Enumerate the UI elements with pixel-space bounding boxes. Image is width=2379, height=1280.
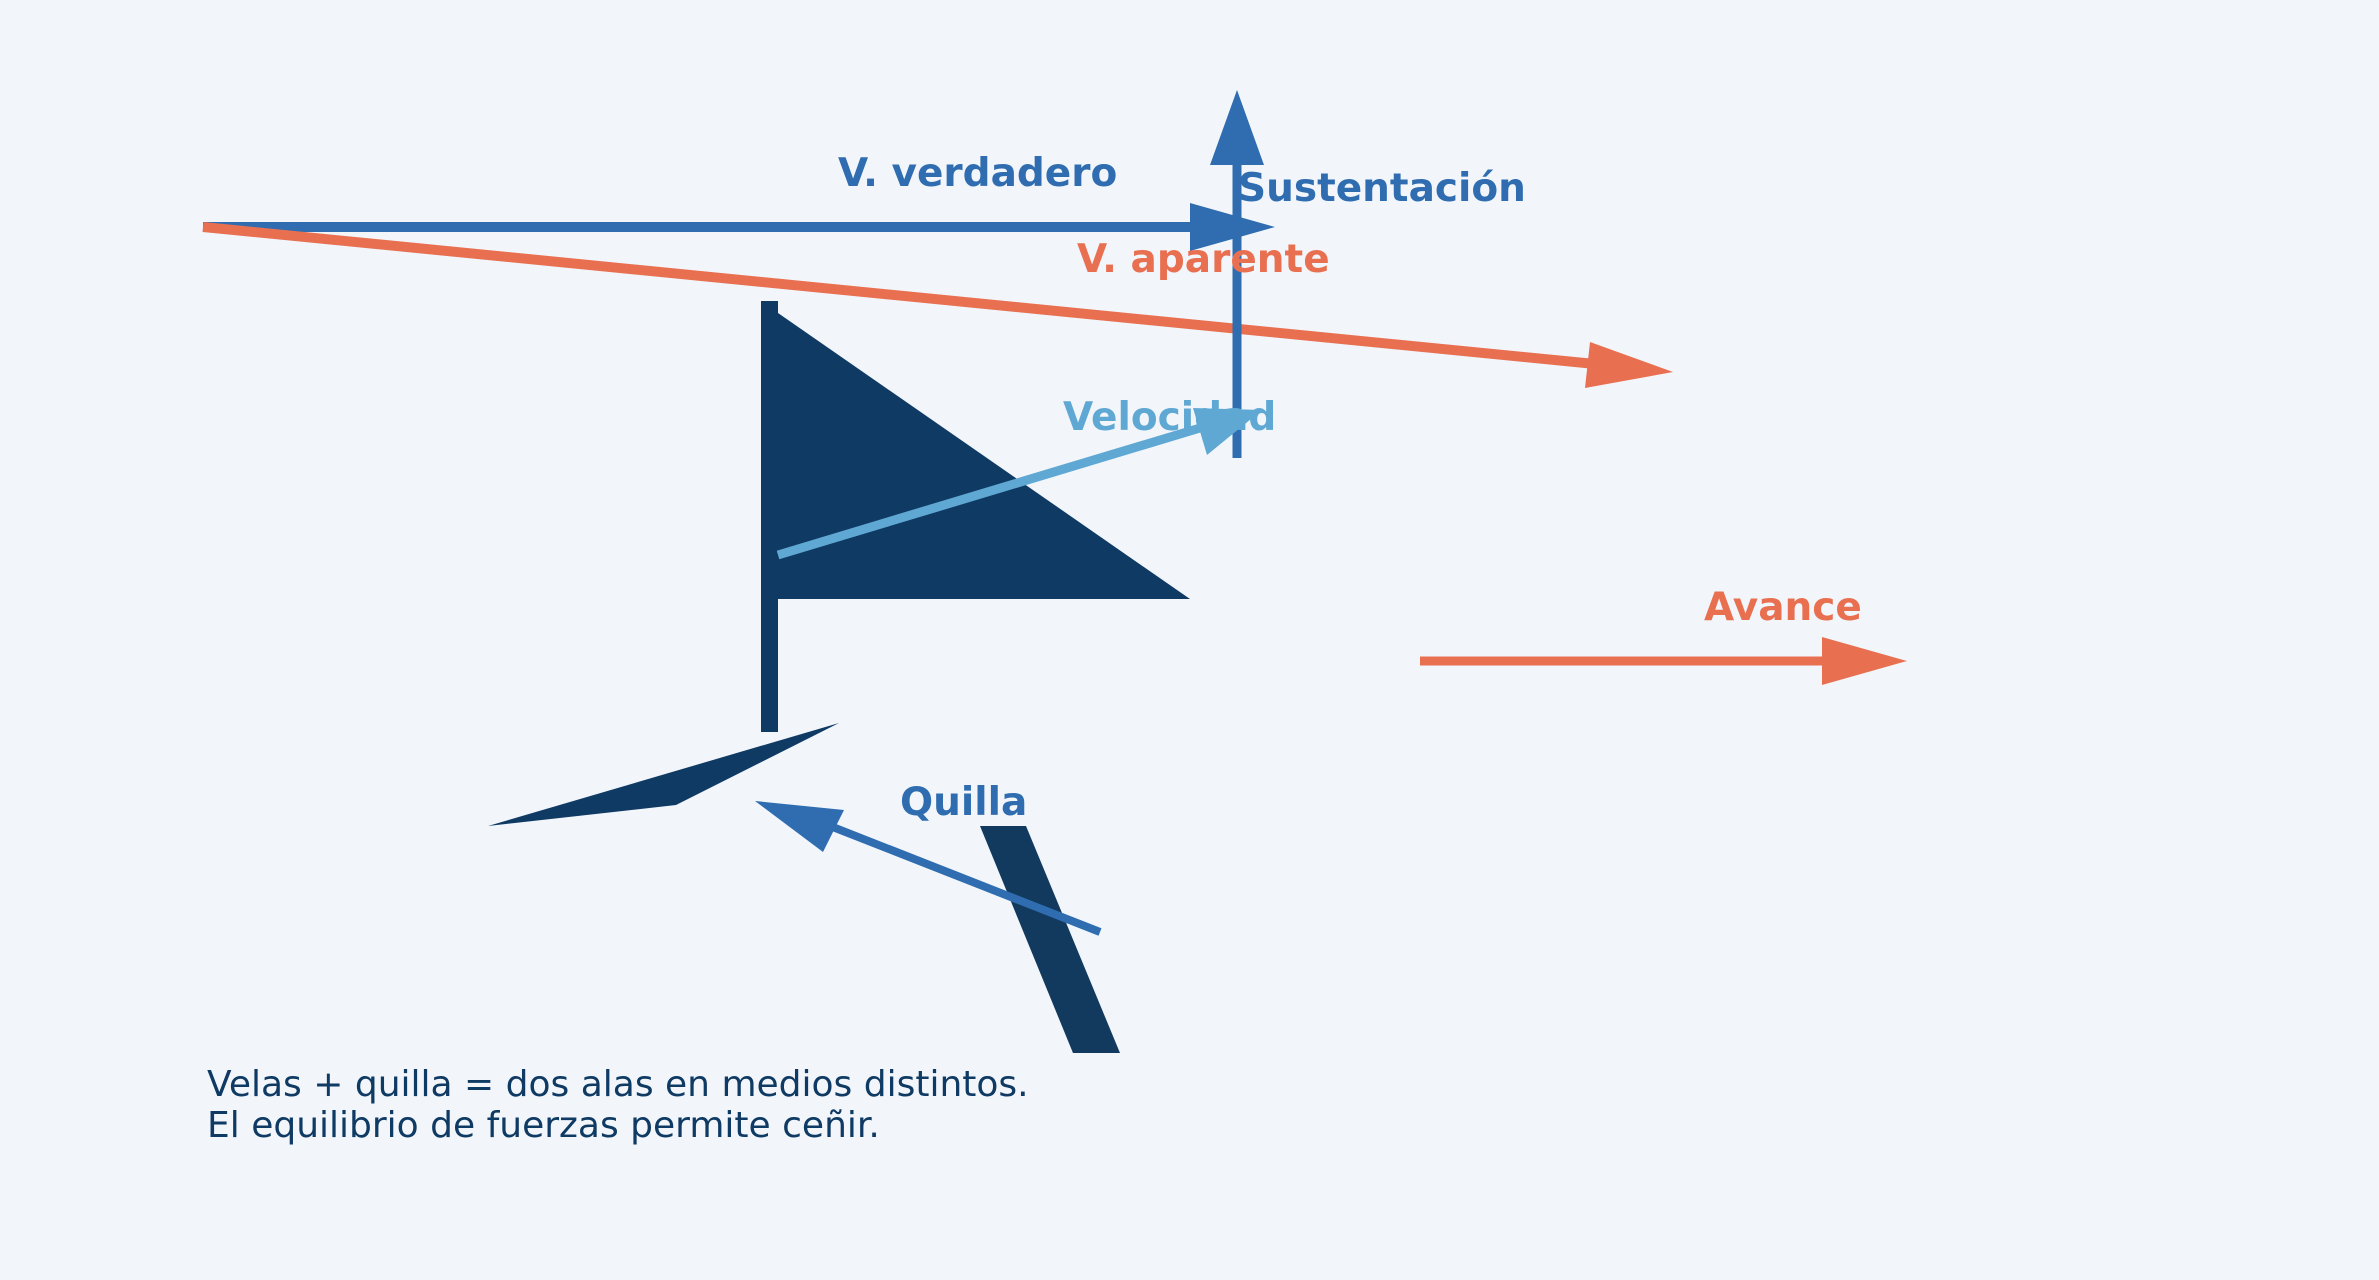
sail: [778, 313, 1190, 599]
caption-line-1: Velas + quilla = dos alas en medios dist…: [207, 1064, 1029, 1105]
keel-label: Quilla: [900, 780, 1027, 825]
hull-wedge: [488, 723, 839, 826]
velocity-arrow: [776, 408, 1262, 560]
apparent-wind-arrow: [202, 222, 1673, 388]
keel: [980, 826, 1120, 1053]
mast: [761, 301, 778, 732]
apparent-wind-label: V. aparente: [1077, 237, 1330, 282]
forward-arrow: [1420, 637, 1907, 685]
caption-line-2: El equilibrio de fuerzas permite ceñir.: [207, 1105, 880, 1146]
forward-label: Avance: [1704, 585, 1862, 630]
lift-arrow: [1210, 90, 1264, 458]
keel-force-arrow: [755, 801, 1102, 936]
lift-label: Sustentación: [1238, 166, 1526, 211]
velocity-label: Velocidad: [1063, 395, 1276, 440]
true-wind-label: V. verdadero: [838, 151, 1117, 196]
